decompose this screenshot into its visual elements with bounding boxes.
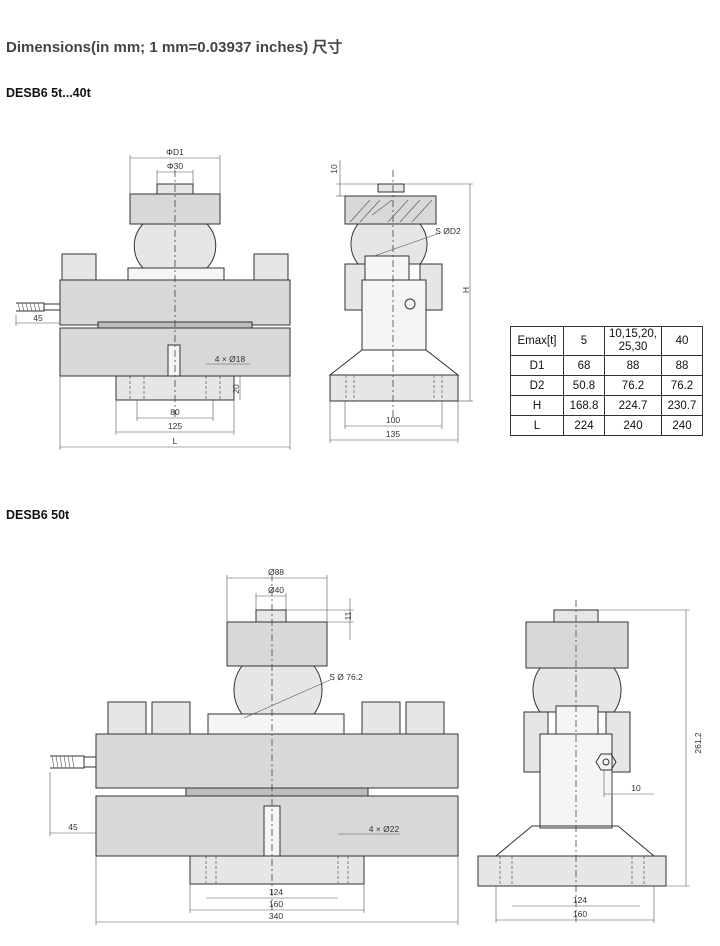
- spec-table: Emax[t] 5 10,15,20, 25,30 40 D1 68 88 88…: [510, 326, 703, 436]
- section-heading-50t: DESB6 50t: [6, 508, 70, 522]
- dim-20: 20: [231, 384, 241, 394]
- spec-row-l: L 224 240 240: [510, 415, 703, 436]
- dim-phi40: Ø40: [268, 585, 284, 595]
- dim-100: 100: [386, 415, 400, 425]
- table-cell: 224.7: [604, 395, 662, 416]
- table-cell: 76.2: [604, 375, 662, 396]
- dim-d1: ΦD1: [166, 147, 184, 157]
- dim-phi30: Φ30: [167, 161, 184, 171]
- dim-261-2: 261.2: [693, 732, 703, 754]
- dim-340: 340: [269, 911, 283, 921]
- spec-row-h: H 168.8 224.7 230.7: [510, 395, 703, 416]
- drawing-front-50t: Ø88 Ø40 11 S Ø 76.2 45 4 × Ø22 124 160 3…: [49, 567, 459, 925]
- dim-124-side: 124: [573, 895, 587, 905]
- table-cell: 88: [604, 355, 662, 376]
- dim-125: 125: [168, 421, 182, 431]
- dim-10: 10: [329, 164, 339, 174]
- dim-11: 11: [343, 611, 353, 620]
- dim-124: 124: [269, 887, 283, 897]
- drawing-front-5t-40t: ΦD1 Φ30 4 × Ø18 20 45 80 125 L: [15, 147, 291, 450]
- dim-135: 135: [386, 429, 400, 439]
- dim-160-side: 160: [573, 909, 587, 919]
- section-heading-5t-40t: DESB6 5t...40t: [6, 86, 91, 100]
- dim-holes-22: 4 × Ø22: [369, 824, 400, 834]
- table-cell: 88: [661, 355, 703, 376]
- header-40t: 40: [661, 326, 703, 356]
- table-cell: 224: [563, 415, 605, 436]
- dim-45: 45: [33, 313, 43, 323]
- dim-10-50t: 10: [631, 783, 641, 793]
- dim-80: 80: [170, 407, 180, 417]
- spec-row-d1: D1 68 88 88: [510, 355, 703, 376]
- drawing-side-5t-40t: 10 S ØD2 H 100 135: [328, 160, 473, 443]
- header-5t: 5: [563, 326, 605, 356]
- header-10-30t: 10,15,20, 25,30: [604, 326, 662, 356]
- table-cell: 68: [563, 355, 605, 376]
- dim-phi88: Ø88: [268, 567, 284, 577]
- dim-sd2: S ØD2: [435, 226, 461, 236]
- dim-s-76-2: S Ø 76.2: [329, 672, 363, 682]
- table-cell: 240: [604, 415, 662, 436]
- row-label: L: [510, 415, 564, 436]
- table-cell: 240: [661, 415, 703, 436]
- dim-l: L: [173, 436, 178, 446]
- dim-h: H: [461, 287, 471, 293]
- row-label: D1: [510, 355, 564, 376]
- table-cell: 168.8: [563, 395, 605, 416]
- row-label: D2: [510, 375, 564, 396]
- dim-160: 160: [269, 899, 283, 909]
- dim-45-50t: 45: [68, 822, 78, 832]
- drawing-side-50t: 10 261.2 124 160: [477, 600, 703, 925]
- table-cell: 50.8: [563, 375, 605, 396]
- row-label: H: [510, 395, 564, 416]
- table-cell: 230.7: [661, 395, 703, 416]
- table-cell: 76.2: [661, 375, 703, 396]
- spec-row-d2: D2 50.8 76.2 76.2: [510, 375, 703, 396]
- dim-holes-18: 4 × Ø18: [215, 354, 246, 364]
- page-title: Dimensions(in mm; 1 mm=0.03937 inches) 尺…: [6, 39, 343, 56]
- spec-header-row: Emax[t] 5 10,15,20, 25,30 40: [510, 326, 703, 356]
- header-emax: Emax[t]: [510, 326, 564, 356]
